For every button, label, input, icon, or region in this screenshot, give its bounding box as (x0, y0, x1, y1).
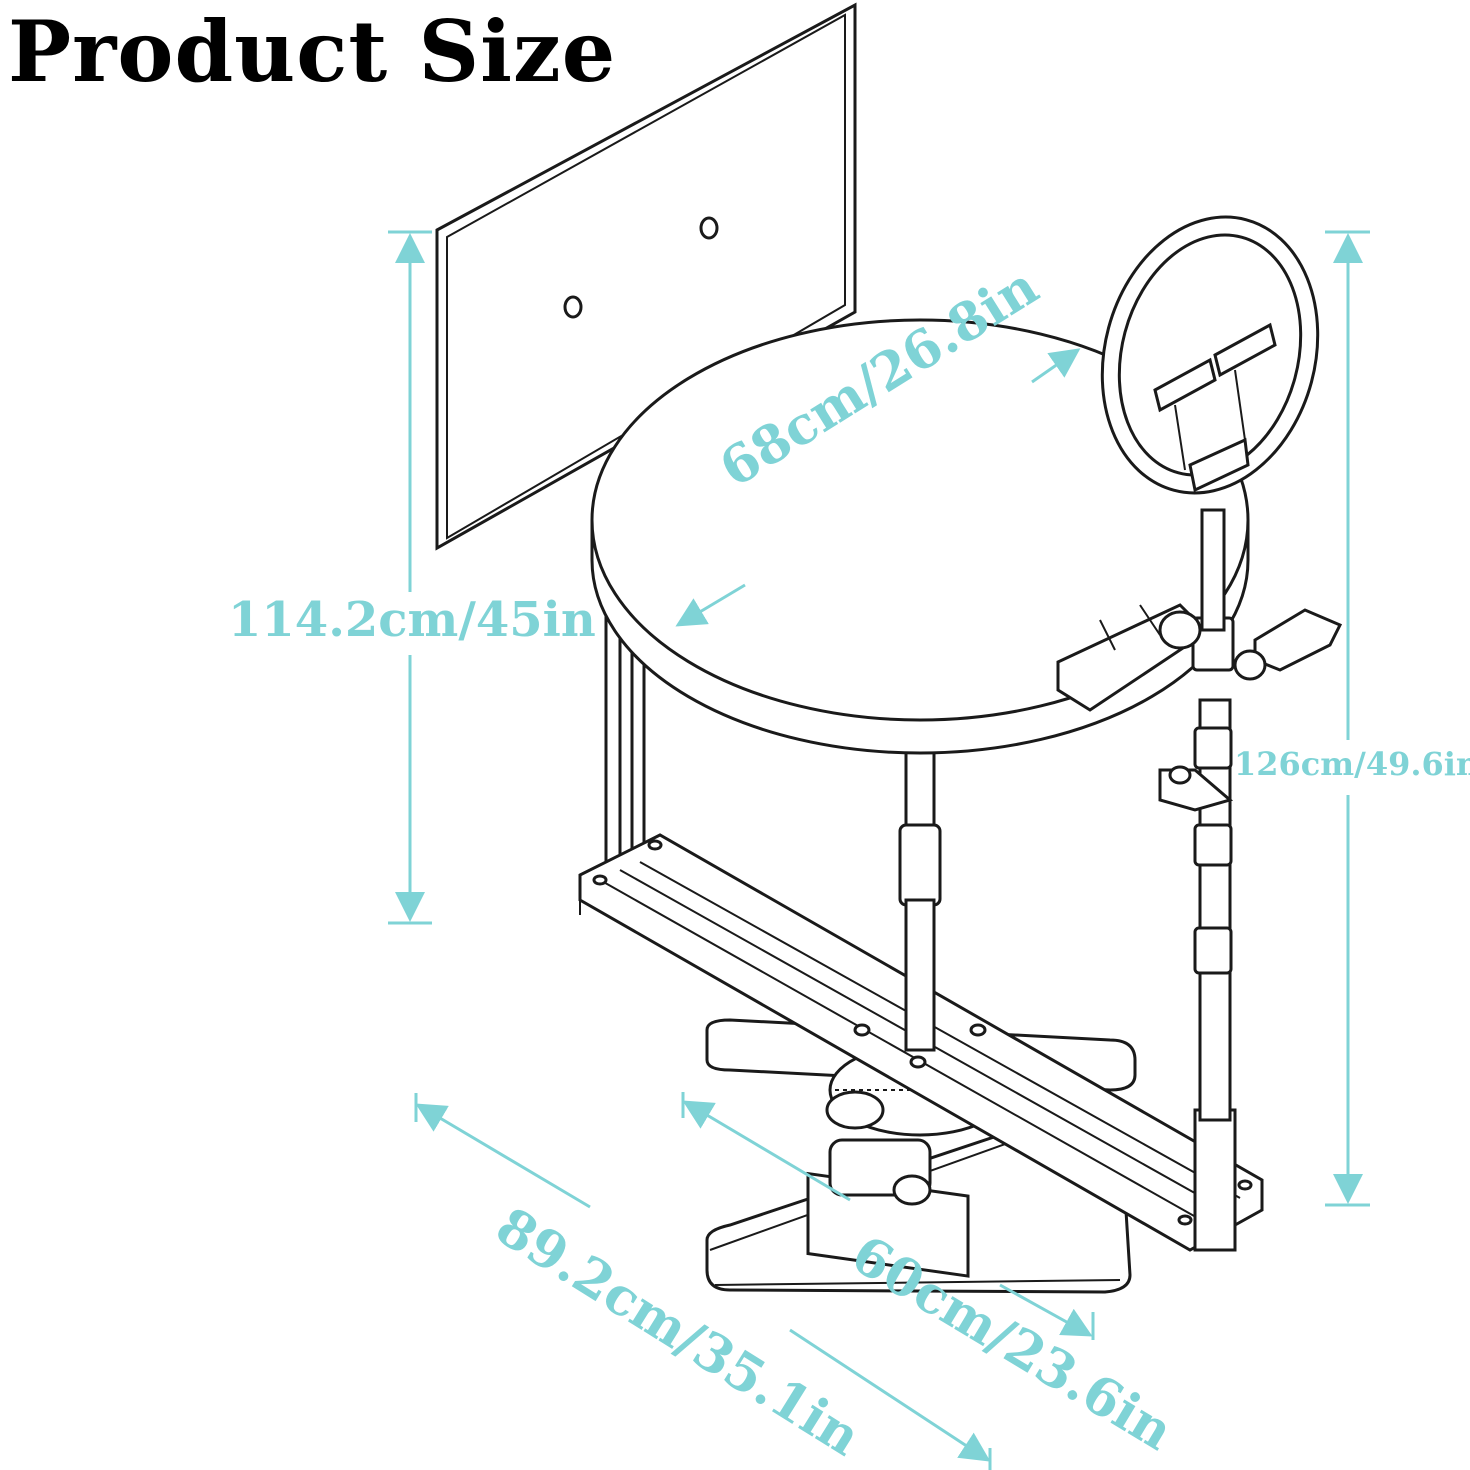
backdrop-panel (435, 2, 857, 551)
center-column (898, 708, 942, 1052)
right-light-stand (1056, 508, 1343, 1252)
ring-light (1100, 215, 1320, 495)
dimension-lines (388, 230, 1370, 1470)
page-title: Product Size (8, 2, 617, 101)
left-height-label: 114.2cm/45in (228, 592, 596, 648)
right-height-label: 126cm/49.6in (1234, 745, 1470, 783)
